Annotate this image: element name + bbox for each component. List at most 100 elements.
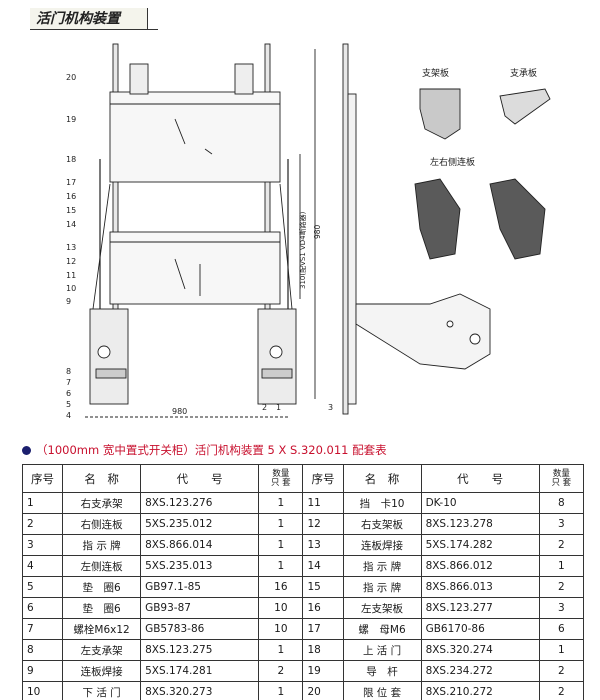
cell-name: 下 活 门	[62, 681, 142, 700]
cell-qty: 3	[538, 513, 585, 535]
cell-qty: 2	[538, 681, 585, 700]
cell-qty: 2	[258, 660, 304, 682]
vertical-dimension: 310(配VS1 VD4断路器)	[298, 211, 307, 289]
cell-name: 连板焊接	[342, 534, 422, 556]
header-code: 代 号	[420, 464, 540, 493]
cell-code: GB6170-86	[420, 618, 540, 640]
callout-label: 14	[66, 220, 76, 229]
cell-name: 限 位 套	[342, 681, 422, 700]
callout-label: 7	[66, 378, 71, 387]
table-caption: （1000mm 宽中置式开关柜）活门机构装置 5 X S.320.011 配套表	[36, 443, 387, 457]
callout-label: 2	[262, 403, 267, 412]
cell-qty: 10	[258, 618, 304, 640]
cell-name: 左侧连板	[62, 555, 142, 577]
callout-label: 18	[66, 155, 76, 164]
cell-code: 8XS.320.273	[140, 681, 260, 700]
height-dimension: 980	[313, 224, 322, 239]
cell-qty: 1	[258, 492, 304, 514]
callout-label: 20	[66, 73, 76, 82]
callout-label: 13	[66, 243, 76, 252]
header-code: 代 号	[140, 464, 260, 493]
support-label: 支承板	[510, 67, 537, 79]
title-underline	[148, 29, 158, 30]
cell-name: 指 示 牌	[342, 555, 422, 577]
cell-name: 上 活 门	[342, 639, 422, 661]
cell-name: 右侧连板	[62, 513, 142, 535]
cell-name: 指 示 牌	[342, 576, 422, 598]
cell-code: GB97.1-85	[140, 576, 260, 598]
cell-no: 20	[302, 681, 344, 700]
cell-no: 12	[302, 513, 344, 535]
callout-label: 5	[66, 400, 71, 409]
cell-code: 8XS.866.013	[420, 576, 540, 598]
cell-code: 8XS.866.014	[140, 534, 260, 556]
cell-name: 导 杆	[342, 660, 422, 682]
cell-name: 左支承架	[62, 639, 142, 661]
cell-no: 7	[21, 618, 64, 640]
cell-code: 8XS.123.275	[140, 639, 260, 661]
cell-qty: 1	[258, 681, 304, 700]
cell-no: 16	[302, 597, 344, 619]
cell-qty: 16	[258, 576, 304, 598]
header-name: 名 称	[62, 464, 142, 493]
callout-label: 9	[66, 297, 71, 306]
cell-code: 5XS.174.282	[420, 534, 540, 556]
cell-no: 11	[302, 492, 344, 514]
cell-name: 螺 母M6	[342, 618, 422, 640]
cell-no: 19	[302, 660, 344, 682]
table-header-row: 序号 名 称 代 号 数量只 套 序号 名 称 代 号 数量只 套	[21, 464, 585, 493]
callout-label: 8	[66, 367, 71, 376]
callout-label: 4	[66, 411, 71, 420]
cell-code: 8XS.123.278	[420, 513, 540, 535]
cell-qty: 2	[538, 660, 585, 682]
cell-qty: 2	[538, 576, 585, 598]
cell-code: GB5783-86	[140, 618, 260, 640]
cell-qty: 1	[258, 555, 304, 577]
mechanism-drawing: 20 19 18 17 16 15 14 13 12 11 10 9 8 7 6…	[66, 43, 551, 420]
side-plates-label: 左右侧连板	[430, 156, 475, 168]
header-no: 序号	[302, 464, 344, 493]
cell-no: 15	[302, 576, 344, 598]
cell-name: 右支承架	[62, 492, 142, 514]
upper-shutter	[109, 91, 281, 183]
cell-code: 8XS.866.012	[420, 555, 540, 577]
callout-label: 15	[66, 206, 76, 215]
cell-name: 垫 圈6	[62, 597, 142, 619]
cell-name: 指 示 牌	[62, 534, 142, 556]
cell-qty: 6	[538, 618, 585, 640]
left-support-frame	[89, 308, 129, 405]
cell-code: 8XS.123.276	[140, 492, 260, 514]
cell-name: 垫 圈6	[62, 576, 142, 598]
callout-label: 19	[66, 115, 76, 124]
cell-code: 8XS.123.277	[420, 597, 540, 619]
header-qty: 数量只 套	[258, 464, 304, 493]
cell-qty: 10	[258, 597, 304, 619]
cell-qty: 3	[538, 597, 585, 619]
side-bracket	[355, 293, 491, 370]
cell-no: 6	[21, 597, 64, 619]
cell-qty: 1	[258, 639, 304, 661]
cell-no: 13	[302, 534, 344, 556]
left-side-plate-photo	[414, 178, 461, 260]
callout-labels: 20 19 18 17 16 15 14 13 12 11 10 9 8 7 6…	[66, 67, 537, 420]
support-plate-photo	[499, 88, 551, 125]
cell-no: 9	[21, 660, 64, 682]
lower-shutter	[109, 231, 281, 305]
cell-no: 8	[21, 639, 64, 661]
cell-no: 3	[21, 534, 64, 556]
cell-no: 17	[302, 618, 344, 640]
header-no: 序号	[21, 464, 64, 493]
cell-code: 5XS.235.012	[140, 513, 260, 535]
cell-code: 8XS.234.272	[420, 660, 540, 682]
callout-label: 11	[66, 271, 76, 280]
side-view-rod	[342, 43, 349, 415]
